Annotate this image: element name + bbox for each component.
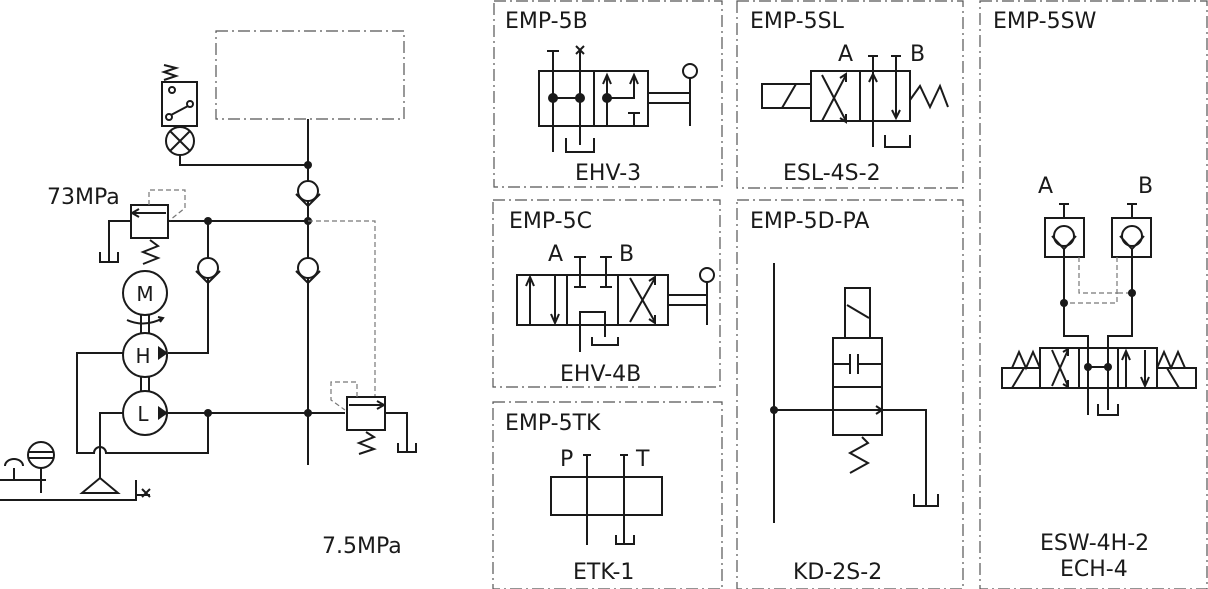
port-label-p: P: [560, 447, 573, 472]
reservoir-icon: [0, 441, 151, 501]
relief-valve-low-icon: [330, 381, 417, 455]
check-valve-icon: [295, 257, 321, 285]
relief-valve-high-icon: [99, 189, 186, 265]
solenoid-valve-icon: [761, 55, 949, 148]
port-label-b: B: [910, 42, 925, 67]
port-label-a: A: [548, 242, 563, 267]
port-label-b: B: [1138, 174, 1153, 199]
actuator-outline: [215, 30, 405, 120]
panel-title: EMP-5SW: [993, 9, 1097, 34]
relief-low-pressure-label: 7.5MPa: [322, 534, 402, 559]
tank-valve-icon: [550, 454, 663, 545]
panel-title: EMP-5SL: [750, 9, 845, 34]
model-label: ESL-4S-2: [783, 161, 881, 186]
svg-text:L: L: [137, 402, 149, 426]
model-label: KD-2S-2: [793, 560, 882, 585]
panel-title: EMP-5C: [509, 209, 592, 234]
model-label-secondary: ECH-4: [1060, 557, 1128, 582]
port-label-t: T: [635, 447, 650, 472]
relief-high-pressure-label: 73MPa: [47, 185, 120, 210]
pressure-switch-icon: [160, 64, 198, 127]
svg-text:M: M: [136, 282, 153, 306]
solenoid-valve-3pos-icon: [1001, 347, 1197, 389]
panel-title: EMP-5TK: [505, 411, 601, 436]
model-label: EHV-3: [575, 161, 641, 186]
panel-emp-5sl: EMP-5SL A B ESL-4S-2: [736, 0, 964, 189]
port-label-a: A: [1038, 174, 1053, 199]
pump-high-icon: H: [122, 332, 168, 378]
pilot-check-valve-icon: [1044, 203, 1152, 416]
panel-emp-5b: EMP-5B EHV-3: [493, 0, 723, 188]
port-label-a: A: [838, 42, 853, 67]
panel-title: EMP-5D-PA: [750, 209, 869, 234]
check-valve-icon: [295, 180, 321, 208]
model-label: EHV-4B: [560, 362, 641, 387]
motor-icon: M: [122, 270, 168, 316]
main-circuit: 73MPa M H L 7.5MPa: [0, 30, 417, 559]
pressure-switch-valve-icon: [770, 263, 939, 523]
panel-emp-5tk: EMP-5TK P T ETK-1: [492, 401, 723, 589]
model-label: ETK-1: [573, 560, 634, 585]
port-label-b: B: [619, 242, 634, 267]
panel-emp-5c: EMP-5C A B EHV-4B: [492, 199, 721, 388]
manual-valve-3way-icon: [538, 45, 698, 153]
model-label: ESW-4H-2: [1040, 531, 1149, 556]
pressure-gauge-icon: [165, 126, 195, 156]
filter-icon: [79, 476, 121, 494]
svg-text:H: H: [135, 344, 150, 368]
check-valve-icon: [195, 257, 221, 285]
junction-dot: [304, 161, 312, 169]
pump-low-icon: L: [122, 390, 168, 436]
panel-title: EMP-5B: [505, 9, 588, 34]
panel-emp-5sw: EMP-5SW A B ESW-4H-2 ECH-4: [979, 0, 1208, 589]
manual-valve-4way-icon: [516, 256, 715, 352]
panel-emp-5d-pa: EMP-5D-PA KD-2S-2: [736, 199, 964, 589]
